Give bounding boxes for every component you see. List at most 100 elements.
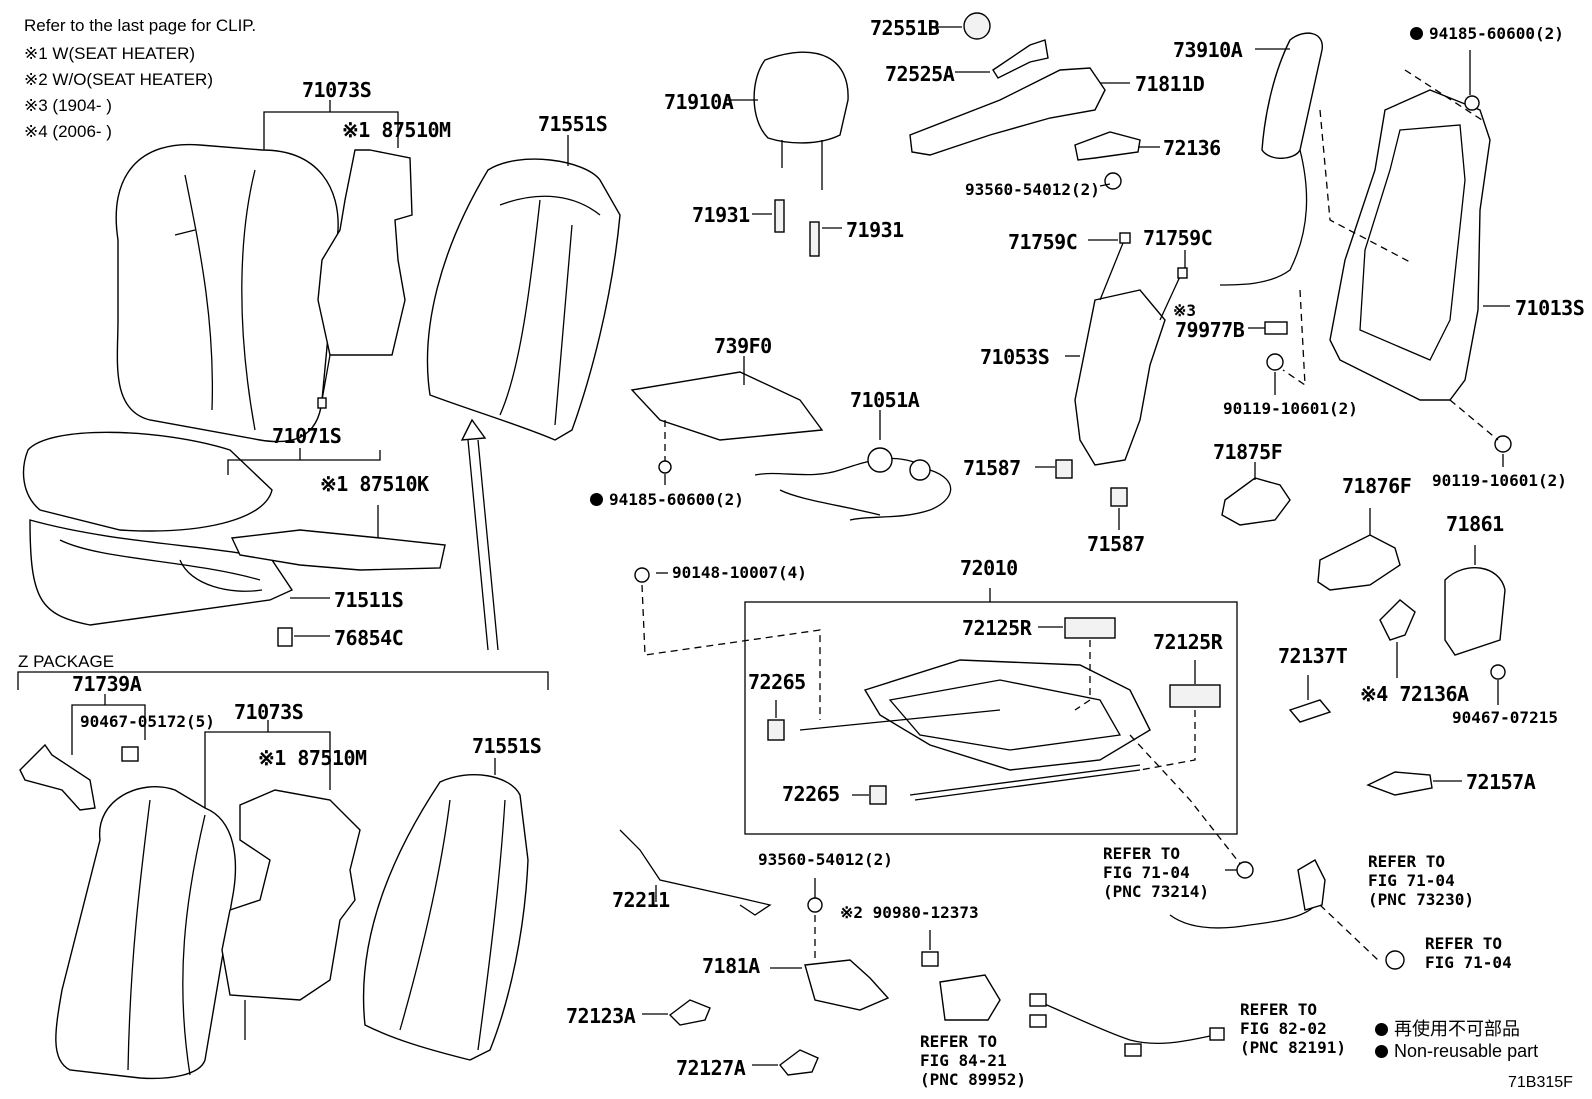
- part-label-71073s-bottom[interactable]: 71073S: [234, 700, 304, 724]
- refer-to-fig-71-04-pnc-73214[interactable]: REFER TO FIG 71-04 (PNC 73214): [1103, 844, 1209, 901]
- harness-82191-illustration: [1034, 999, 1216, 1045]
- part-label-72551b[interactable]: 72551B: [870, 16, 940, 40]
- headrest-guide-left: [774, 199, 785, 233]
- bracket-72136-illustration: [1074, 131, 1141, 161]
- refer-line-3: (PNC 89952): [920, 1070, 1026, 1089]
- part-label-72525a[interactable]: 72525A: [885, 62, 955, 86]
- part-label-90148[interactable]: 90148-10007(4): [672, 563, 807, 582]
- part-label-71073s-top[interactable]: 71073S: [302, 78, 372, 102]
- part-label-71013s[interactable]: 71013S: [1515, 296, 1585, 320]
- part-label-87510k[interactable]: ※1 87510K: [320, 472, 429, 496]
- part-label-90467-07215[interactable]: 90467-07215: [1452, 708, 1558, 727]
- part-label-79977b[interactable]: 79977B: [1175, 318, 1245, 342]
- cover-71875f-illustration: [1221, 477, 1291, 526]
- part-label-94185-top-right[interactable]: 94185-60600(2): [1410, 24, 1564, 43]
- rod-72211-illustration: [619, 829, 772, 916]
- part-label-72123a[interactable]: 72123A: [566, 1004, 636, 1028]
- part-label-739f0[interactable]: 739F0: [714, 334, 772, 358]
- part-label-71071s[interactable]: 71071S: [272, 424, 342, 448]
- part-label-90980[interactable]: ※2 90980-12373: [840, 903, 979, 922]
- part-label-71861[interactable]: 71861: [1446, 512, 1504, 536]
- cover-72123a-illustration: [668, 999, 711, 1026]
- clip-76854c-illustration: [277, 627, 293, 647]
- buckle-73230-illustration: [1297, 859, 1326, 911]
- switch-7181a-illustration: [804, 959, 890, 1011]
- part-label-90467-05172[interactable]: 90467-05172(5): [80, 712, 215, 731]
- seat-cushion-cover-illustration: [22, 431, 294, 626]
- refer-line-1: REFER TO: [1368, 852, 1446, 871]
- part-label-87510m-top[interactable]: ※1 87510M: [342, 118, 451, 142]
- part-label-71875f[interactable]: 71875F: [1213, 440, 1283, 464]
- part-label-71587-a[interactable]: 71587: [963, 456, 1021, 480]
- nut-94185-mid: [658, 460, 672, 474]
- part-label-72127a[interactable]: 72127A: [676, 1056, 746, 1080]
- part-label-71931-right[interactable]: 71931: [846, 218, 904, 242]
- part-label-71759c-left[interactable]: 71759C: [1008, 230, 1078, 254]
- z-package-label: Z PACKAGE: [18, 652, 115, 671]
- refer-line-1: REFER TO: [1103, 844, 1181, 863]
- refer-to-fig-71-04-pnc-73230[interactable]: REFER TO FIG 71-04 (PNC 73230): [1368, 852, 1474, 909]
- seat-track-72010-illustration: [799, 659, 1151, 801]
- part-label-71587-b[interactable]: 71587: [1087, 532, 1145, 556]
- adjuster-72125r-b: [1169, 684, 1221, 708]
- part-label-71910a[interactable]: 71910A: [664, 90, 734, 114]
- condition-note-4: ※4 (2006- ): [24, 122, 112, 141]
- part-label-94185-mid[interactable]: 94185-60600(2): [590, 490, 744, 509]
- part-label-72010[interactable]: 72010: [960, 556, 1018, 580]
- part-label-72211[interactable]: 72211: [612, 888, 670, 912]
- non-reusable-marker: [590, 493, 603, 506]
- seat-belt-buckle-wire: [1169, 899, 1321, 929]
- part-label-72125r-b[interactable]: 72125R: [1153, 630, 1223, 654]
- part-label-71511s[interactable]: 71511S: [334, 588, 404, 612]
- part-label-71551s-top[interactable]: 71551S: [538, 112, 608, 136]
- part-label-72136a[interactable]: ※4 72136A: [1360, 682, 1469, 706]
- part-label-71551s-bottom[interactable]: 71551S: [472, 734, 542, 758]
- cushion-heater-mat-illustration: [230, 529, 446, 571]
- part-label-72265-b[interactable]: 72265: [782, 782, 840, 806]
- part-label-72125r-a[interactable]: 72125R: [962, 616, 1032, 640]
- part-label-90119-b[interactable]: 90119-10601(2): [1432, 471, 1567, 490]
- side-airbag-73910a-illustration: [1219, 32, 1323, 286]
- part-label-76854c[interactable]: 76854C: [334, 626, 404, 650]
- part-label-73910a[interactable]: 73910A: [1173, 38, 1243, 62]
- refer-to-fig-71-04[interactable]: REFER TO FIG 71-04: [1425, 934, 1512, 972]
- part-label-71811d[interactable]: 71811D: [1135, 72, 1205, 96]
- stopper-72265-b: [869, 785, 887, 805]
- part-label-93560-bottom[interactable]: 93560-54012(2): [758, 850, 893, 869]
- refer-nut-73214: [1236, 861, 1254, 879]
- stopper-72265-a: [767, 719, 785, 741]
- refer-to-fig-84-21-pnc-89952[interactable]: REFER TO FIG 84-21 (PNC 89952): [920, 1032, 1026, 1089]
- refer-nut-71-04: [1385, 950, 1405, 970]
- cover-71876f-illustration: [1317, 534, 1401, 591]
- part-label-72136[interactable]: 72136: [1163, 136, 1221, 160]
- refer-line-2: FIG 71-04: [1103, 863, 1190, 882]
- part-label-72137t[interactable]: 72137T: [1278, 644, 1348, 668]
- non-reusable-marker: [1375, 1023, 1388, 1036]
- part-label-72157a[interactable]: 72157A: [1466, 770, 1536, 794]
- refer-line-3: (PNC 73230): [1368, 890, 1474, 909]
- part-label-7181a[interactable]: 7181A: [702, 954, 760, 978]
- non-reusable-marker: [1410, 27, 1423, 40]
- part-label-71759c-right[interactable]: 71759C: [1143, 226, 1213, 250]
- refer-to-fig-82-02-pnc-82191[interactable]: REFER TO FIG 82-02 (PNC 82191): [1240, 1000, 1346, 1057]
- part-72136a-illustration: [1379, 599, 1416, 641]
- part-label-90119-a[interactable]: 90119-10601(2): [1223, 399, 1358, 418]
- part-label-71931-left[interactable]: 71931: [692, 203, 750, 227]
- legend-english-text: Non-reusable part: [1394, 1041, 1539, 1061]
- part-label-71053s[interactable]: 71053S: [980, 345, 1050, 369]
- part-label-71739a[interactable]: 71739A: [72, 672, 142, 696]
- knob-72525a-illustration: [992, 39, 1049, 79]
- legend-japanese: 再使用不可部品: [1375, 1015, 1520, 1041]
- refer-line-2: FIG 84-21: [920, 1051, 1007, 1070]
- part-label-93560-top[interactable]: 93560-54012(2): [965, 180, 1100, 199]
- part-label-71051a[interactable]: 71051A: [850, 388, 920, 412]
- condition-note-1: ※1 W(SEAT HEATER): [24, 44, 196, 63]
- clip-90467-illustration: [121, 746, 139, 762]
- part-label-87510m-bottom[interactable]: ※1 87510M: [258, 746, 367, 770]
- part-label-72265-a[interactable]: 72265: [748, 670, 806, 694]
- part-label-71876f[interactable]: 71876F: [1342, 474, 1412, 498]
- condition-marker-79977b: ※3: [1173, 301, 1197, 320]
- headrest-illustration: [753, 51, 849, 190]
- legend-japanese-text: 再使用不可部品: [1394, 1019, 1520, 1039]
